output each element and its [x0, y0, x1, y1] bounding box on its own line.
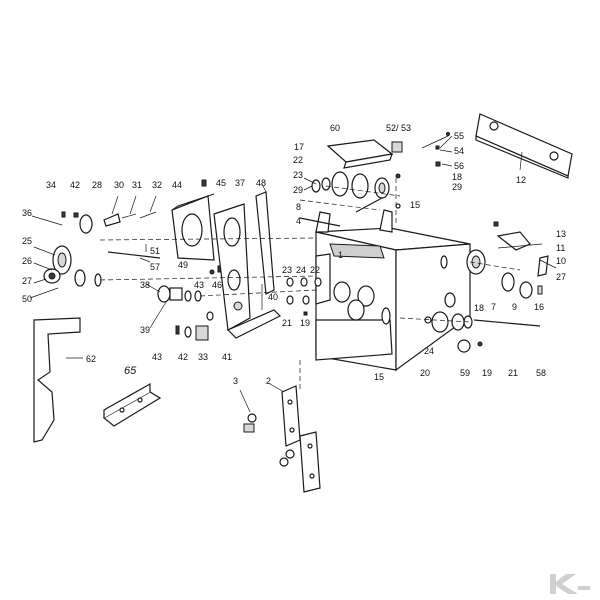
part-57-rod [107, 244, 161, 263]
callout-38: 38 [140, 280, 150, 290]
callout-58: 58 [536, 368, 546, 378]
callout-50: 50 [22, 294, 32, 304]
callout-3: 3 [233, 376, 238, 386]
callout-40: 40 [268, 292, 278, 302]
callout-45: 45 [216, 178, 226, 188]
part-45-46-pins [201, 179, 223, 275]
right-top-small-parts [395, 131, 453, 209]
callout-29a: 29 [293, 185, 303, 195]
part-48-bar [255, 183, 275, 310]
callout-4: 4 [296, 216, 301, 226]
callout-2: 2 [266, 376, 271, 386]
callout-22a: 22 [293, 155, 303, 165]
part-12-plate [475, 113, 573, 179]
callout-24b: 24 [424, 346, 434, 356]
callout-46: 46 [212, 280, 222, 290]
callout-42b: 42 [178, 352, 188, 362]
callout-26: 26 [22, 256, 32, 266]
callout-65: 65 [124, 365, 137, 377]
lower-right-shaft [424, 311, 541, 353]
callout-19b: 19 [482, 368, 492, 378]
callout-31: 31 [132, 180, 142, 190]
callout-49: 49 [178, 260, 188, 270]
part-62-guard-plate [33, 317, 83, 443]
callout-34: 34 [46, 180, 56, 190]
callout-15a: 15 [410, 200, 420, 210]
callout-43b: 43 [152, 352, 162, 362]
part-60-top-cover [326, 139, 403, 169]
callout-52-53: 52/ 53 [386, 123, 411, 133]
callout-39: 39 [140, 325, 150, 335]
callout-55: 55 [454, 131, 464, 141]
callout-28: 28 [92, 180, 102, 190]
callout-7: 7 [491, 302, 496, 312]
part-30-31-32-pins [103, 195, 157, 227]
callout-8: 8 [296, 202, 301, 212]
callout-12: 12 [516, 175, 526, 185]
callout-54: 54 [454, 146, 464, 156]
callout-51: 51 [150, 246, 160, 256]
callout-10: 10 [556, 256, 566, 266]
callout-24a: 24 [296, 265, 306, 275]
callout-23b: 23 [282, 265, 292, 275]
callout-9: 9 [512, 302, 517, 312]
callout-36: 36 [22, 208, 32, 218]
callout-33: 33 [198, 352, 208, 362]
callout-18a: 18 [452, 172, 462, 182]
callout-32: 32 [152, 180, 162, 190]
part-44-side-plate [171, 193, 215, 261]
callout-19a: 19 [300, 318, 310, 328]
callout-13: 13 [556, 229, 566, 239]
callout-16: 16 [534, 302, 544, 312]
callout-29b: 29 [452, 182, 462, 192]
callout-labels: 1 2 3 4 7 8 9 10 11 12 13 15 15 16 17 18… [22, 123, 566, 386]
part-2-lower-plates [239, 383, 321, 493]
callout-44: 44 [172, 180, 182, 190]
callout-30: 30 [114, 180, 124, 190]
part-65-bracket [102, 382, 162, 427]
callout-20: 20 [420, 368, 430, 378]
callout-15b: 15 [374, 372, 384, 382]
callout-57: 57 [150, 262, 160, 272]
callout-60: 60 [330, 123, 340, 133]
upper-shaft-assembly [299, 171, 390, 227]
callout-27a: 27 [22, 276, 32, 286]
callout-18b: 18 [474, 303, 484, 313]
callout-43a: 43 [194, 280, 204, 290]
callout-1: 1 [338, 250, 343, 260]
callout-42a: 42 [70, 180, 80, 190]
part-1-main-body [315, 209, 471, 372]
callout-41: 41 [222, 352, 232, 362]
callout-56: 56 [454, 161, 464, 171]
callout-11: 11 [556, 243, 565, 253]
k-logo-icon [550, 574, 590, 594]
callout-62: 62 [86, 354, 96, 364]
callout-48: 48 [256, 178, 266, 188]
assembly-lines [99, 178, 521, 392]
callout-37: 37 [235, 178, 245, 188]
callout-17: 17 [294, 142, 304, 152]
callout-22b: 22 [310, 265, 320, 275]
callout-21b: 21 [508, 368, 518, 378]
callout-21a: 21 [282, 318, 292, 328]
right-drive-parts [466, 221, 557, 299]
callout-59: 59 [460, 368, 470, 378]
mid-small-parts [286, 277, 322, 316]
callout-23a: 23 [293, 170, 303, 180]
left-shaft-assembly [29, 211, 102, 299]
callout-25: 25 [22, 236, 32, 246]
callout-27b: 27 [556, 272, 566, 282]
left-bearing-parts [145, 283, 214, 341]
